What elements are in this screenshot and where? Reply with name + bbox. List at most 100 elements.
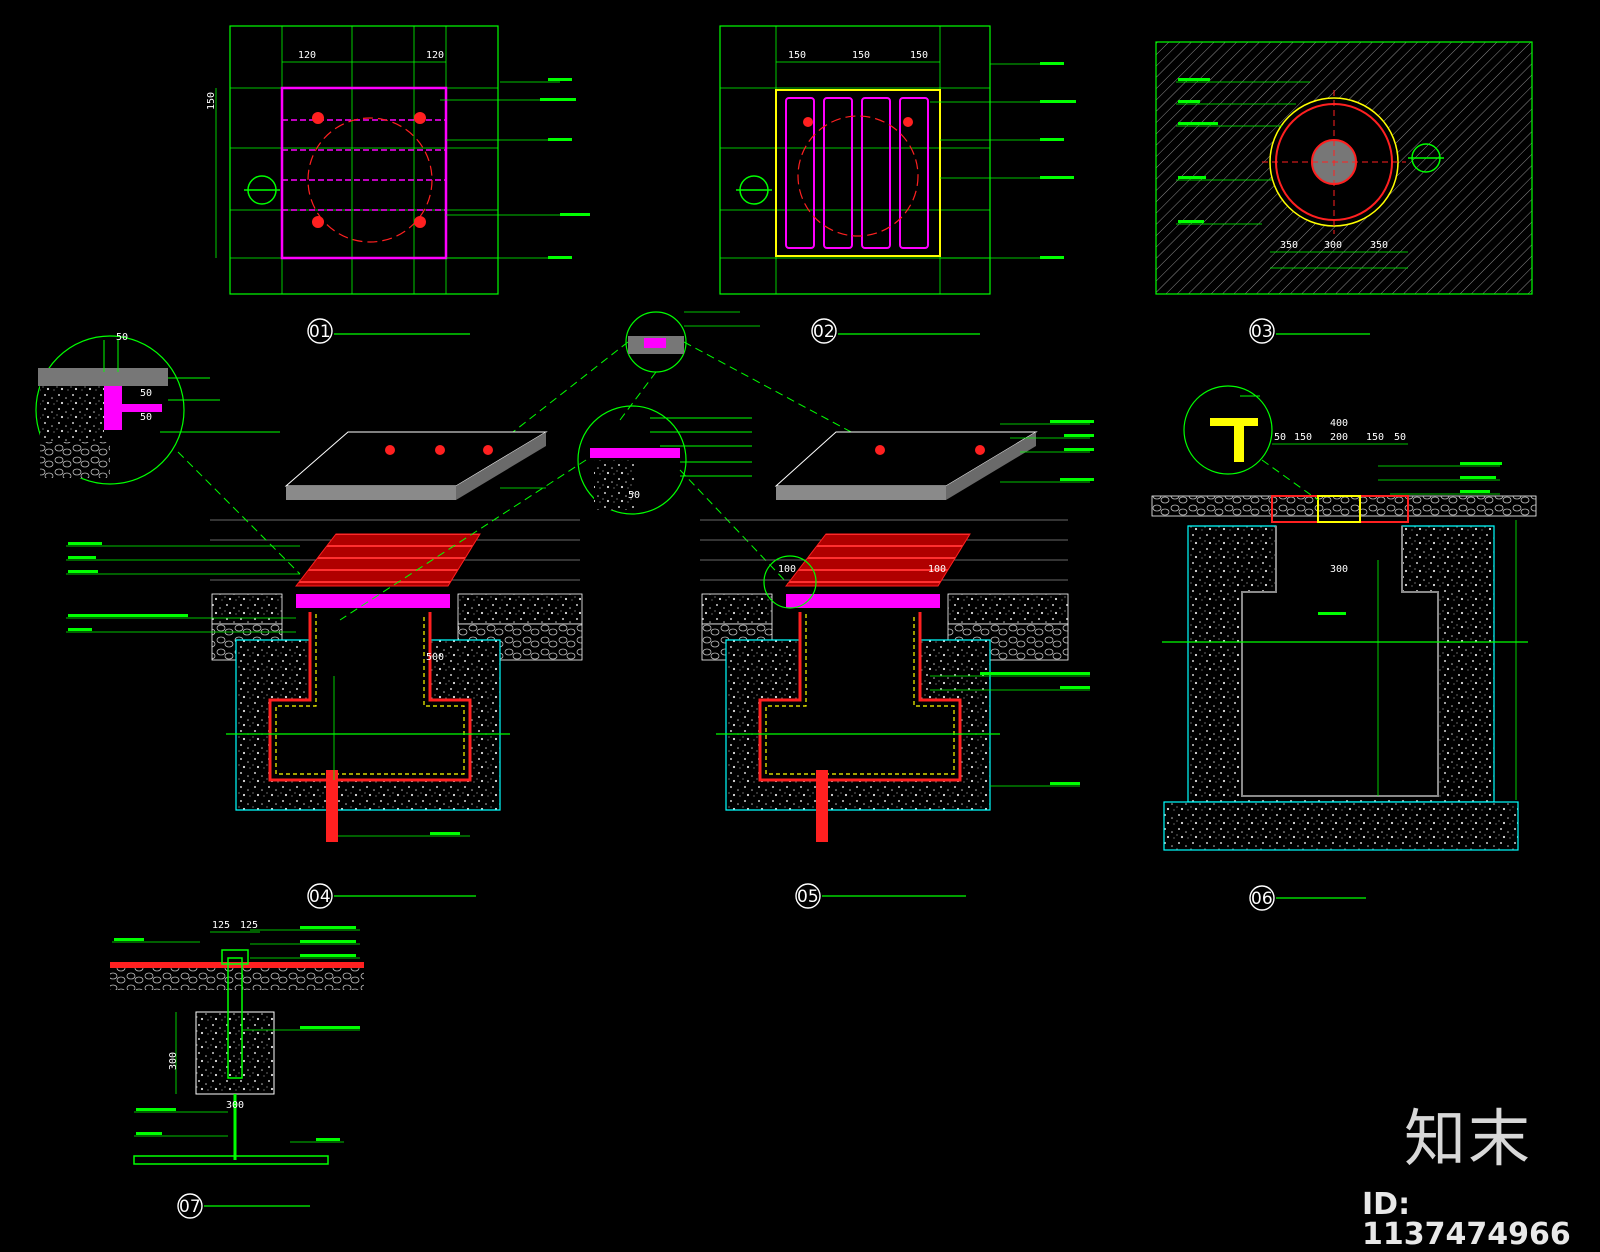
detail-01-grate-bars bbox=[282, 119, 446, 211]
detail-01-dim-a: 120 bbox=[298, 50, 316, 61]
detail-06-base-slab bbox=[1163, 801, 1519, 851]
detail-03-tag: 03 bbox=[1251, 322, 1273, 342]
detail-04-outlet-pipe bbox=[326, 770, 338, 842]
detail-06-tag-circle bbox=[1249, 885, 1275, 911]
detail-05-grate-bubble bbox=[763, 555, 817, 609]
detail-06-dim-b: 150 bbox=[1294, 432, 1312, 443]
detail-07-main-pipe bbox=[133, 1155, 329, 1165]
watermark-brand-logo: 知末 bbox=[1404, 1102, 1533, 1175]
detail-03-round-cover-plan: 350 300 350 03 bbox=[1155, 41, 1533, 344]
detail-06-cover-center bbox=[1317, 495, 1361, 523]
detail-06-dim-c: 200 bbox=[1330, 432, 1348, 443]
detail-06-tag: 06 bbox=[1251, 889, 1273, 909]
detail-06-ground-surface bbox=[1151, 495, 1537, 517]
detail-04-grate-perspective bbox=[294, 533, 481, 587]
detail-04-waterproof bbox=[275, 614, 465, 775]
detail-05-tag-circle bbox=[795, 883, 821, 909]
detail-07-dim-d: 300 bbox=[226, 1100, 244, 1111]
detail-07-dim-b: 125 bbox=[240, 920, 258, 931]
detail-06-well-section: 50 150 200 150 50 400 300 06 bbox=[1151, 385, 1537, 911]
detail-05-slab-bolts bbox=[875, 445, 985, 455]
detail-01-outer-box bbox=[229, 25, 499, 295]
watermark-id-text: ID: 1137474966 bbox=[1362, 1187, 1571, 1252]
detail-05-waterproof bbox=[765, 614, 955, 775]
detail-01-tag-circle bbox=[307, 318, 333, 344]
detail-05-dim-a: 100 bbox=[778, 564, 796, 575]
detail-02-tag-circle bbox=[811, 318, 837, 344]
detail-07-pit bbox=[195, 1011, 275, 1095]
detail-02-grate-frame bbox=[775, 89, 941, 257]
detail-05-callout-ticks bbox=[980, 420, 1094, 785]
detail-02-section-mark-icon bbox=[736, 175, 772, 205]
detail-04-dim-a: 50 bbox=[116, 332, 128, 343]
detail-05-dim-b: 100 bbox=[928, 564, 946, 575]
detail-01-tag: 01 bbox=[309, 322, 331, 342]
detail-04-grate-section bbox=[296, 594, 450, 608]
detail-05-slab-side bbox=[946, 432, 1036, 500]
detail-06-dim-a: 50 bbox=[1274, 432, 1286, 443]
detail-01-dim-b: 120 bbox=[426, 50, 444, 61]
detail-06-dim-f: 400 bbox=[1330, 418, 1348, 429]
detail-05-outlet-pipe bbox=[816, 770, 828, 842]
detail-01-grid bbox=[230, 26, 498, 294]
detail-07-riser bbox=[227, 957, 243, 1079]
detail-01-grate-frame bbox=[280, 86, 448, 260]
detail-02-slot-grate-plan: 150 150 150 02 bbox=[719, 25, 1076, 344]
detail-03-callout-ticks bbox=[1178, 78, 1218, 223]
detail-03-dim-c: 350 bbox=[1370, 240, 1388, 251]
detail-04-tag-circle bbox=[307, 883, 333, 909]
detail-03-section-mark-icon bbox=[1408, 143, 1444, 173]
detail-05-section: 100 100 05 bbox=[700, 420, 1094, 909]
detail-01-section-mark-icon bbox=[244, 175, 280, 205]
detail-05-ground-left bbox=[701, 593, 773, 625]
detail-01-dim-c: 150 bbox=[206, 92, 217, 110]
detail-01-drain-circle bbox=[307, 117, 433, 243]
detail-02-outer-box bbox=[719, 25, 991, 295]
detail-07-pipe-detail: 125 125 300 300 07 bbox=[110, 920, 364, 1219]
detail-02-dim-c: 150 bbox=[910, 50, 928, 61]
detail-07-callout-leaders bbox=[112, 929, 360, 1143]
detail-05-callout-leaders bbox=[930, 423, 1090, 787]
detail-05-tag: 05 bbox=[797, 887, 819, 907]
detail-06-well-inner bbox=[1241, 526, 1439, 797]
detail-03-tag-circle bbox=[1249, 318, 1275, 344]
detail-06-magnify-bubble bbox=[1183, 385, 1319, 501]
detail-07-tag-circle bbox=[177, 1193, 203, 1219]
detail-07-dim-c: 300 bbox=[168, 1052, 179, 1070]
detail-02-dim-b: 150 bbox=[852, 50, 870, 61]
detail-04-slab-bolts bbox=[385, 445, 493, 455]
detail-04-section: 50 50 50 50 500 04 bbox=[35, 332, 791, 909]
detail-01-callout-leaders bbox=[440, 81, 580, 259]
detail-07-callout-ticks bbox=[114, 926, 360, 1141]
detail-03-dim-a: 350 bbox=[1280, 240, 1298, 251]
detail-04-pit-inner bbox=[268, 612, 472, 782]
detail-07-head bbox=[221, 949, 249, 965]
detail-02-callout-leaders bbox=[930, 63, 1070, 259]
detail-07-dim-a: 125 bbox=[212, 920, 230, 931]
detail-05-pit-inner bbox=[758, 612, 962, 782]
detail-04-dim-b: 50 bbox=[140, 388, 152, 399]
detail-06-dim-e: 50 bbox=[1394, 432, 1406, 443]
detail-04-ground-left bbox=[211, 593, 283, 625]
detail-04-dim-e: 500 bbox=[426, 652, 444, 663]
detail-02-dim-a: 150 bbox=[788, 50, 806, 61]
detail-02-slots bbox=[785, 97, 929, 249]
detail-03-callout-leaders bbox=[1176, 81, 1310, 225]
detail-04-dim-d: 50 bbox=[628, 490, 640, 501]
detail-06-dim-g: 300 bbox=[1330, 564, 1348, 575]
detail-04-callout-ticks bbox=[68, 542, 460, 835]
detail-05-ground-right bbox=[947, 593, 1069, 625]
detail-02-callout-ticks bbox=[1040, 62, 1076, 259]
detail-07-tag: 07 bbox=[179, 1197, 201, 1217]
detail-04-ground-right bbox=[457, 593, 583, 625]
detail-03-dim-b: 300 bbox=[1324, 240, 1342, 251]
detail-04-callout-leaders bbox=[66, 487, 546, 837]
detail-02-drain-circle bbox=[797, 115, 919, 237]
detail-02-grid bbox=[720, 26, 990, 294]
detail-06-callout-ticks bbox=[1318, 462, 1502, 615]
detail-05-grate-perspective bbox=[784, 533, 971, 587]
detail-07-surface bbox=[110, 962, 364, 968]
detail-02-tag: 02 bbox=[813, 322, 835, 342]
detail-04-dim-c: 50 bbox=[140, 412, 152, 423]
